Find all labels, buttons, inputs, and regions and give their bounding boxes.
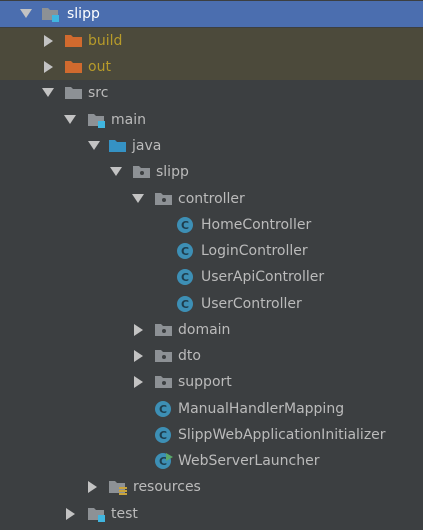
package-icon <box>155 376 172 388</box>
runnable-class-icon: C <box>155 453 173 469</box>
svg-text:C: C <box>181 271 189 284</box>
package-icon <box>155 193 172 205</box>
expand-arrow-icon[interactable] <box>42 88 54 97</box>
tree-row-home-controller[interactable]: C HomeController <box>0 212 423 238</box>
tree-row-slipp-package[interactable]: slipp <box>0 159 423 185</box>
svg-text:C: C <box>181 298 189 311</box>
module-folder-icon <box>88 508 105 522</box>
package-icon <box>155 350 172 362</box>
tree-row-label: main <box>111 112 146 128</box>
class-icon: C <box>177 296 193 312</box>
tree-row-build[interactable]: build <box>0 28 423 54</box>
tree-row-web-server-launcher[interactable]: C WebServerLauncher <box>0 448 423 474</box>
class-icon: C <box>155 427 171 443</box>
svg-text:C: C <box>159 429 167 442</box>
collapse-arrow-icon[interactable] <box>66 508 75 520</box>
tree-row-label: ManualHandlerMapping <box>178 401 345 417</box>
package-icon <box>133 166 150 178</box>
tree-row-label: dto <box>178 348 201 364</box>
tree-row-label: HomeController <box>201 217 312 233</box>
tree-row-dto[interactable]: dto <box>0 343 423 369</box>
class-icon: C <box>177 269 193 285</box>
excluded-folder-icon <box>65 61 82 73</box>
collapse-arrow-icon[interactable] <box>44 61 53 73</box>
module-folder-icon <box>42 8 59 22</box>
excluded-folder-icon <box>65 35 82 47</box>
tree-row-label: resources <box>133 479 201 495</box>
tree-row-label: src <box>88 85 109 101</box>
collapse-arrow-icon[interactable] <box>134 324 143 336</box>
tree-row-login-controller[interactable]: C LoginController <box>0 238 423 264</box>
class-icon: C <box>177 217 193 233</box>
source-folder-icon <box>109 140 126 152</box>
tree-row-label: support <box>178 374 232 390</box>
tree-row-support[interactable]: support <box>0 369 423 395</box>
collapse-arrow-icon[interactable] <box>88 481 97 493</box>
tree-row-manual-handler-mapping[interactable]: C ManualHandlerMapping <box>0 396 423 422</box>
svg-text:C: C <box>159 455 167 468</box>
tree-row-main[interactable]: main <box>0 107 423 133</box>
expand-arrow-icon[interactable] <box>110 167 122 176</box>
svg-text:C: C <box>159 403 167 416</box>
tree-row-slipp-root[interactable]: slipp <box>0 1 423 27</box>
tree-row-label: test <box>111 506 138 522</box>
tree-row-domain[interactable]: domain <box>0 317 423 343</box>
package-icon <box>155 324 172 336</box>
class-icon: C <box>177 243 193 259</box>
resources-folder-icon <box>109 481 127 495</box>
class-icon: C <box>155 401 171 417</box>
tree-row-java[interactable]: java <box>0 133 423 159</box>
tree-row-user-api-controller[interactable]: C UserApiController <box>0 264 423 290</box>
tree-row-resources[interactable]: resources <box>0 474 423 500</box>
collapse-arrow-icon[interactable] <box>134 350 143 362</box>
tree-row-label: out <box>88 59 111 75</box>
tree-row-label: slipp <box>156 164 189 180</box>
collapse-arrow-icon[interactable] <box>44 35 53 47</box>
tree-row-label: LoginController <box>201 243 308 259</box>
collapse-arrow-icon[interactable] <box>134 376 143 388</box>
tree-row-label: domain <box>178 322 231 338</box>
tree-row-slipp-web-application-initializer[interactable]: C SlippWebApplicationInitializer <box>0 422 423 448</box>
expand-arrow-icon[interactable] <box>64 115 76 124</box>
tree-row-label: controller <box>178 191 245 207</box>
tree-row-out[interactable]: out <box>0 54 423 80</box>
expand-arrow-icon[interactable] <box>132 194 144 203</box>
tree-row-src[interactable]: src <box>0 80 423 106</box>
tree-row-label: WebServerLauncher <box>178 453 320 469</box>
tree-row-label: UserController <box>201 296 302 312</box>
tree-row-test[interactable]: test <box>0 501 423 527</box>
tree-row-label: slipp <box>67 6 100 22</box>
tree-row-label: SlippWebApplicationInitializer <box>178 427 386 443</box>
expand-arrow-icon[interactable] <box>20 9 32 18</box>
module-folder-icon <box>88 114 105 128</box>
tree-row-label: UserApiController <box>201 269 325 285</box>
tree-row-user-controller[interactable]: C UserController <box>0 291 423 317</box>
tree-row-controller[interactable]: controller <box>0 186 423 212</box>
tree-row-label: java <box>132 138 162 154</box>
tree-row-label: build <box>88 33 123 49</box>
svg-text:C: C <box>181 219 189 232</box>
folder-icon <box>65 87 82 99</box>
expand-arrow-icon[interactable] <box>88 141 100 150</box>
svg-text:C: C <box>181 245 189 258</box>
